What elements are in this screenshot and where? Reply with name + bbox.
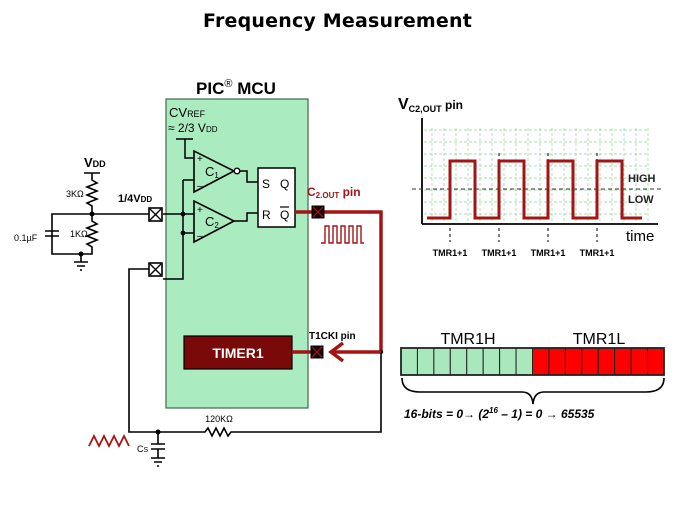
latch-q: Q (280, 177, 289, 191)
sr-latch: S Q R Q (257, 167, 296, 228)
tmr-tick-label: TMR1+1 (531, 248, 566, 258)
tmr1h-bit (400, 347, 418, 376)
waveform-grid (424, 128, 649, 222)
arrow-left-icon (328, 341, 345, 363)
junction-dot (180, 211, 186, 217)
cvref-value: ≈ 2/3 VDD (168, 121, 218, 135)
tmr1h-bit (466, 347, 484, 376)
resistor-3k (84, 172, 100, 214)
c1-plus: + (197, 154, 203, 165)
resistor-1k-and-cap (45, 213, 100, 271)
quarter-vdd-label: 1/4VDD (118, 193, 152, 205)
timer1-block (183, 335, 293, 370)
tmr1l-bit (614, 347, 632, 376)
tmr1h-label: TMR1H (440, 331, 495, 348)
c1-minus: – (197, 181, 203, 192)
high-label: HIGH (628, 173, 656, 185)
cvref-wire (176, 138, 194, 159)
tmr1h-bit (482, 347, 501, 376)
tmr1l-bit (532, 347, 550, 376)
time-label: time (626, 228, 654, 245)
tmr1l-bit (548, 347, 566, 376)
tmr1l-bit (564, 347, 583, 376)
triangle-wave-icon (88, 433, 130, 449)
latch-qbar: Q (280, 208, 289, 222)
mcu-title: PIC® MCU (196, 78, 276, 98)
waveform-ylabel: VC2,OUT pin (398, 96, 463, 114)
latch-input-wires (234, 170, 258, 222)
register-brace (401, 377, 665, 405)
tmr1h-bit (416, 347, 435, 376)
t1cki-signal-path: T1CKI pin (292, 331, 381, 363)
mcu-block: PIC® MCU CVREF ≈ 2/3 VDD + – C1 + – C2 (163, 78, 309, 409)
register-outline (400, 347, 665, 376)
c2-minus: – (197, 231, 203, 242)
voltage-divider: VDD 3KΩ 1KΩ 0.1µF 1/4VDD (14, 155, 152, 271)
tmr1l-label: TMR1L (573, 331, 626, 348)
t1cki-pin-label: T1CKI pin (309, 331, 356, 342)
c2out-pin-label: C2.OUT pin (307, 185, 361, 200)
register-bits (400, 347, 665, 376)
pin-quarter-vdd (148, 207, 163, 222)
tmr1h-bit (499, 347, 517, 376)
tmr1l-bit (647, 347, 665, 376)
junction-dot (180, 230, 186, 236)
tmr1l-bit (630, 347, 649, 376)
tmr-tick-label: TMR1+1 (580, 248, 615, 258)
timer1-register: TMR1H TMR1L 16-bits = 0→ (216 – 1) = 0 →… (400, 331, 665, 421)
pin-feedback-input (148, 262, 163, 277)
cap-label: 0.1µF (14, 233, 38, 243)
c2out-signal-path: C2.OUT pin (295, 185, 384, 355)
tmr1h-bit (433, 347, 451, 376)
c2-plus: + (197, 205, 203, 216)
c2-label: C2 (205, 214, 219, 230)
timer1-label: TIMER1 (212, 345, 264, 361)
latch-s: S (262, 177, 270, 191)
rc-feedback-network: 120KΩ CS (88, 268, 382, 467)
r-feedback-label: 120KΩ (205, 414, 233, 424)
tmr-tick-label: TMR1+1 (433, 248, 468, 258)
r-bottom-label: 1KΩ (70, 229, 88, 239)
c2out-waveform-plot: VC2,OUT pin HIGH LOW time TMR1+1 TMR1+1 TM… (398, 96, 662, 258)
low-label: LOW (628, 194, 654, 206)
square-wave-icon (321, 225, 364, 244)
latch-r: R (262, 208, 271, 222)
tmr1l-bit (581, 347, 599, 376)
cs-capacitor (151, 432, 165, 467)
vdd-label: VDD (84, 155, 106, 170)
slide-title: Frequency Measurement (202, 10, 473, 32)
c1-inverter-bubble (233, 167, 241, 175)
comparator-c2: + – C2 (193, 199, 236, 244)
c1-label: C1 (205, 164, 219, 180)
junction-dot (78, 251, 84, 257)
square-waveform (427, 159, 642, 220)
register-caption: 16-bits = 0→ (216 – 1) = 0 → 65535 (404, 406, 595, 421)
tmr-tick-label: TMR1+1 (482, 248, 517, 258)
tmr1l-bit (597, 347, 616, 376)
comparator-c1: + – C1 (193, 149, 241, 194)
tmr1h-bit (449, 347, 468, 376)
cvref-label: CVREF (169, 105, 206, 120)
tmr1h-bit (515, 347, 533, 376)
comparator-input-wires (163, 179, 194, 280)
cs-label: CS (137, 444, 149, 454)
r-top-label: 3KΩ (66, 189, 84, 199)
